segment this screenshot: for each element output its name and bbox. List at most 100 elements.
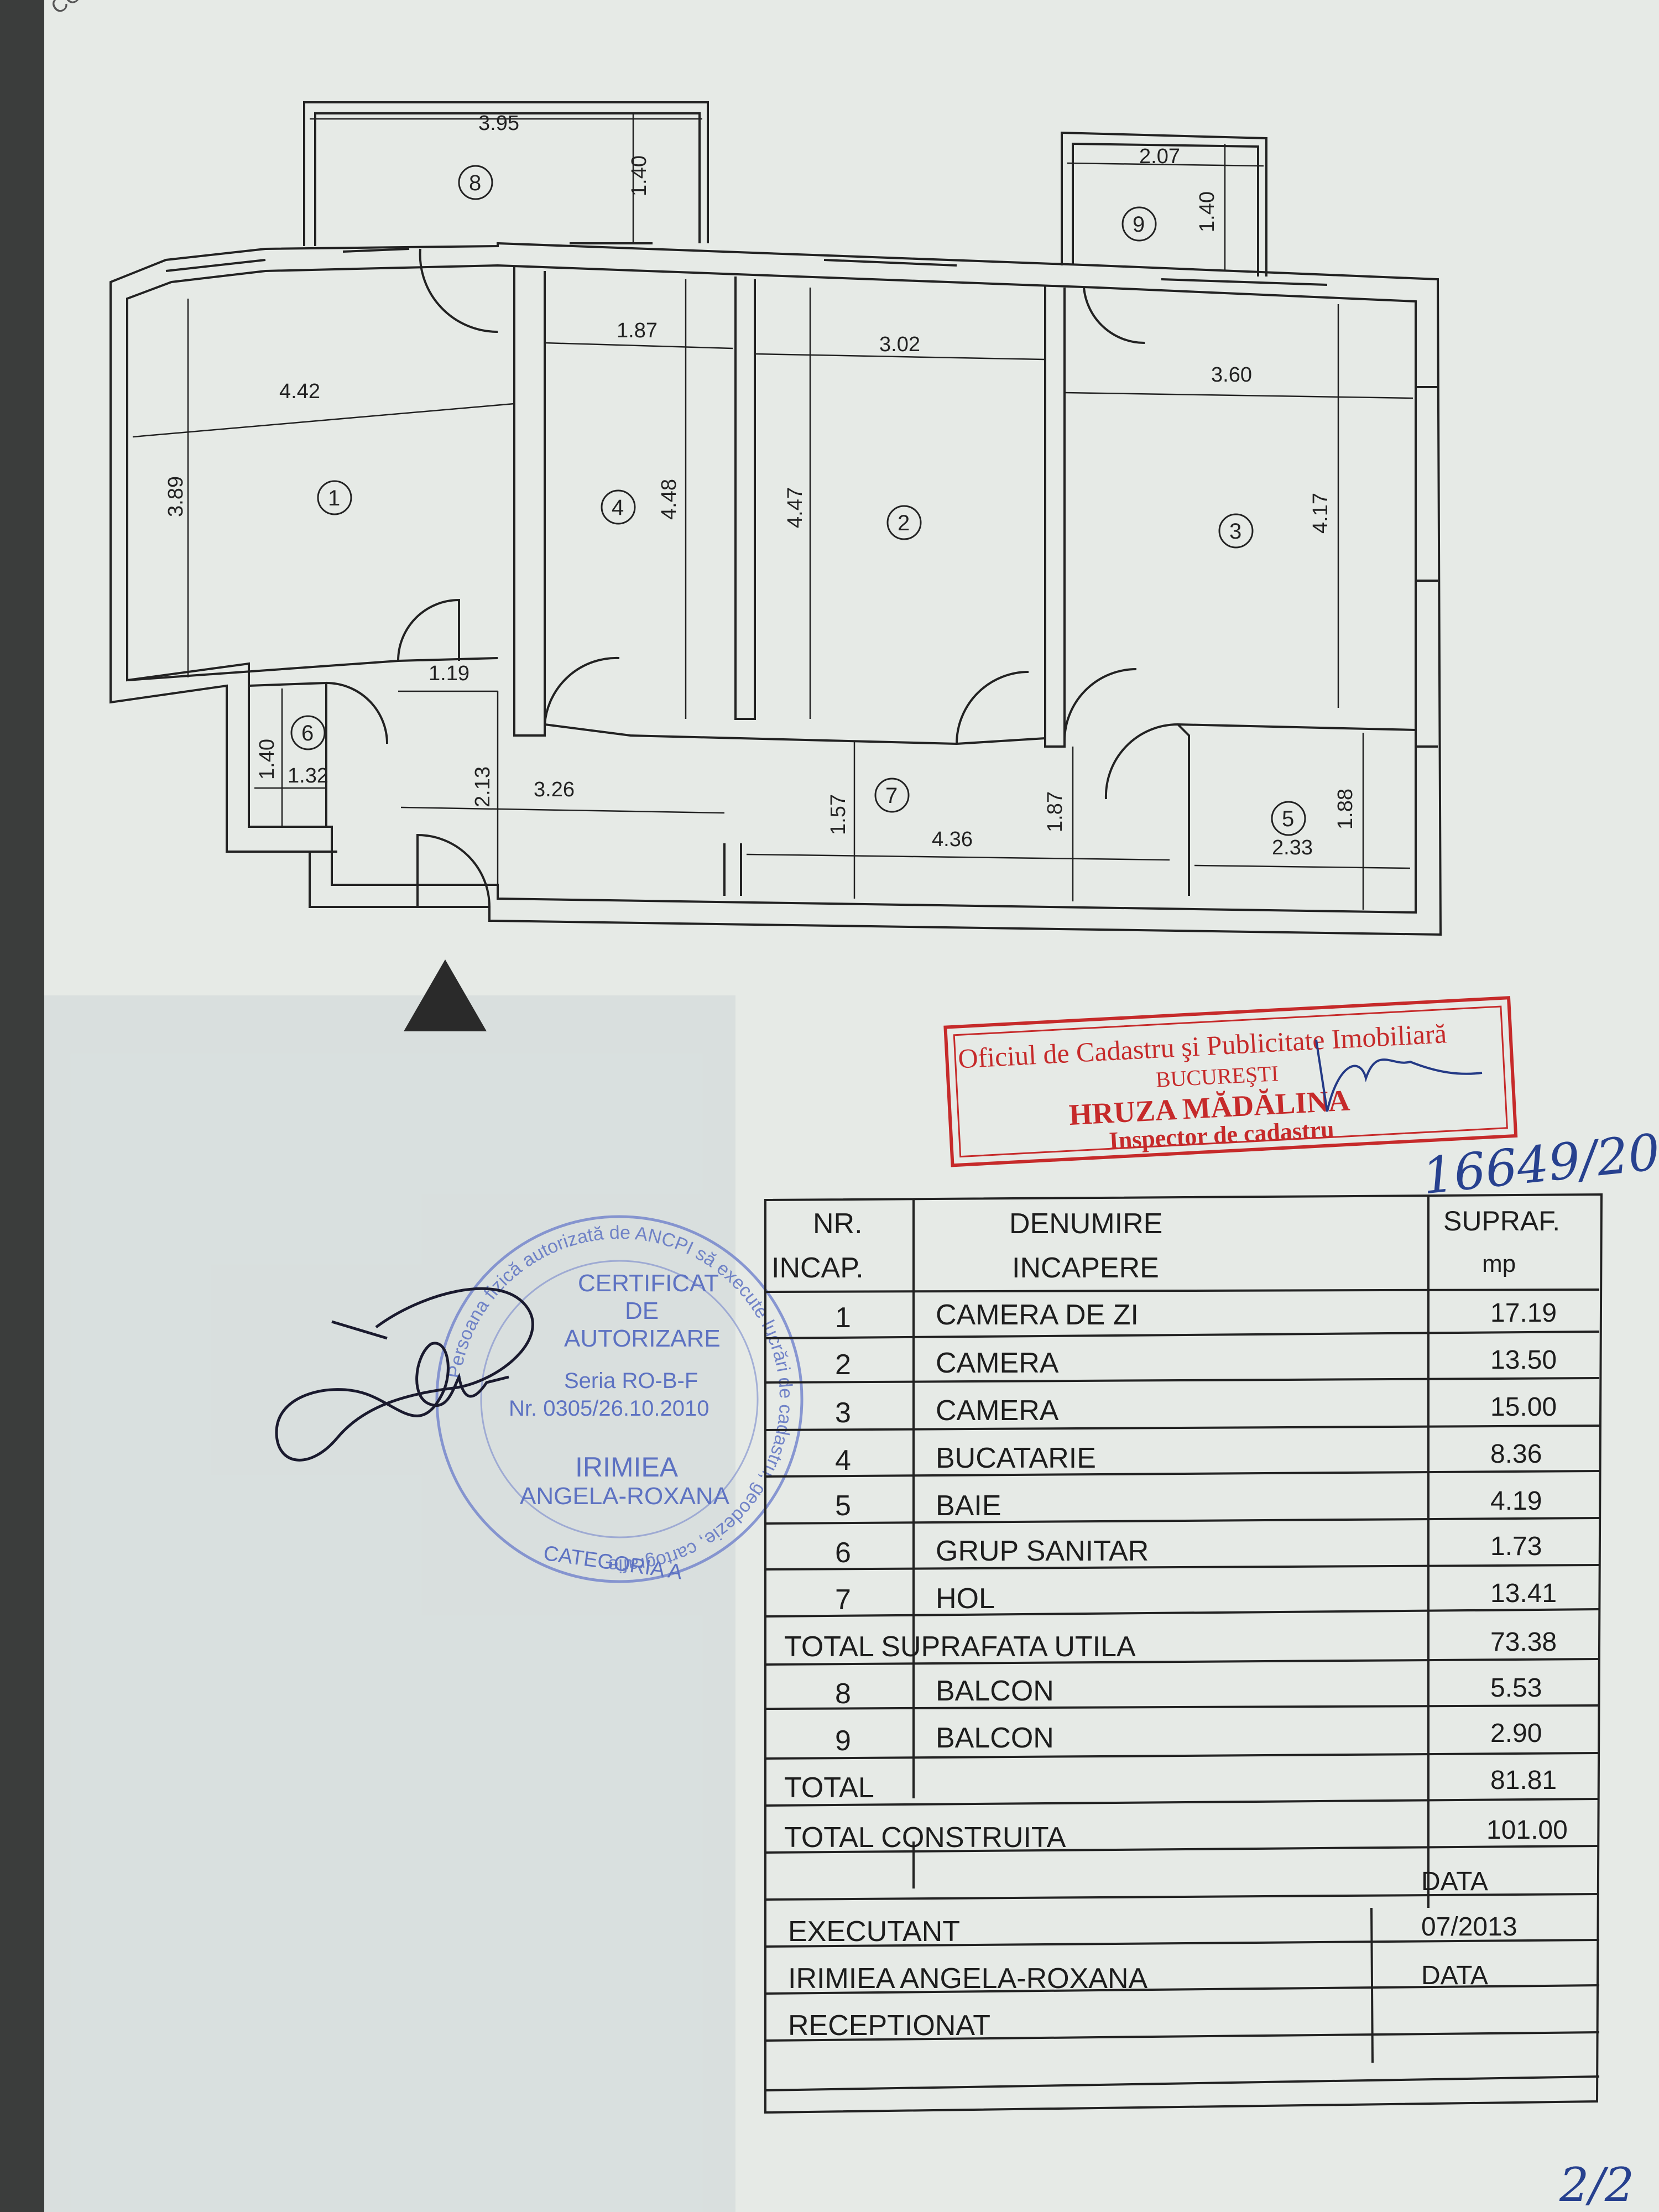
dim-label: 1.87 [1044, 791, 1067, 832]
door-arc [419, 248, 498, 333]
svg-text:GRUP SANITAR: GRUP SANITAR [936, 1535, 1149, 1567]
svg-text:13.50: 13.50 [1490, 1345, 1557, 1375]
dim-label: 2.07 [1139, 145, 1180, 168]
svg-text:3: 3 [835, 1397, 851, 1429]
dim-label: 1.40 [628, 155, 651, 196]
dim-label: 3.95 [478, 112, 519, 135]
svg-text:5.53: 5.53 [1490, 1673, 1542, 1703]
wall-4-2 [734, 276, 756, 720]
dim-label: 4.47 [784, 487, 807, 528]
dim-label: 1.32 [288, 764, 328, 787]
table-row: 4 BUCATARIE 8.36 [835, 1439, 1542, 1477]
ocpi-stamp-line2: BUCUREŞTI [1155, 1061, 1279, 1092]
room-number: 5 [1282, 807, 1294, 831]
svg-text:2: 2 [835, 1349, 851, 1381]
header-denumire: DENUMIRE [1009, 1208, 1162, 1240]
executant-signature [275, 1287, 534, 1462]
cert-line4: Seria RO-B-F [564, 1369, 698, 1393]
svg-text:4: 4 [835, 1444, 851, 1477]
room-number: 8 [469, 171, 481, 195]
svg-text:1: 1 [835, 1302, 851, 1334]
table-row: 9 BALCON 2.90 [835, 1719, 1542, 1757]
cert-line1: CERTIFICAT [578, 1270, 719, 1297]
wall-2-3 [1044, 285, 1066, 748]
wall-bath-left [1177, 723, 1190, 896]
wall-1-4 [513, 265, 546, 737]
svg-text:CAMERA DE ZI: CAMERA DE ZI [936, 1299, 1139, 1331]
cert-line8: CATEGORIA A [542, 1542, 684, 1584]
table-row: 8 BALCON 5.53 [835, 1673, 1542, 1710]
dim-label: 3.02 [879, 333, 920, 356]
dim-label: 3.89 [164, 476, 187, 517]
svg-text:13.41: 13.41 [1490, 1579, 1557, 1608]
total-util-label: TOTAL SUPRAFATA UTILA [784, 1631, 1136, 1663]
executant-name: IRIMIEA ANGELA-ROXANA [788, 1963, 1147, 1995]
table-row: 3 CAMERA 15.00 [835, 1392, 1557, 1429]
room-number: 9 [1133, 212, 1145, 237]
header-supraf: SUPRAF. [1443, 1206, 1560, 1237]
header-mp: mp [1482, 1250, 1516, 1277]
dim-label: 1.19 [429, 662, 469, 685]
wall-kitchen-hall [544, 723, 1046, 745]
svg-text:5: 5 [835, 1490, 851, 1522]
dim-label: 1.40 [255, 739, 279, 780]
room-number: 3 [1229, 519, 1241, 544]
wall-hall-low [723, 843, 742, 896]
room-number: 6 [301, 721, 314, 745]
authorization-stamp: Persoana fizică autorizată de ANCPI să e… [435, 1215, 804, 1584]
dim-label: 3.60 [1211, 363, 1252, 387]
dim-label: 1.40 [1196, 191, 1219, 232]
data-label-2: DATA [1421, 1961, 1488, 1990]
header-incap: INCAP. [771, 1252, 864, 1284]
dim-label: 1.57 [827, 794, 850, 835]
dim-label: 4.17 [1309, 493, 1332, 534]
svg-text:4.19: 4.19 [1490, 1486, 1542, 1516]
svg-text:HOL: HOL [936, 1583, 995, 1615]
cert-line5: Nr. 0305/26.10.2010 [509, 1396, 709, 1421]
svg-text:7: 7 [835, 1584, 851, 1616]
room-number: 1 [328, 486, 340, 510]
data-label-1: DATA [1421, 1867, 1488, 1896]
svg-text:BAIE: BAIE [936, 1490, 1001, 1522]
sheet-shadow [44, 995, 735, 2212]
room-number: 2 [898, 511, 910, 535]
cert-line6: IRIMIEA [575, 1452, 679, 1483]
total-util-value: 73.38 [1490, 1627, 1557, 1657]
table-row: 6 GRUP SANITAR 1.73 [835, 1532, 1542, 1569]
inner-wall-outline [126, 264, 1417, 914]
room-number: 4 [612, 495, 624, 520]
dim-label: 4.36 [932, 828, 973, 851]
dim-label: 1.87 [617, 319, 658, 342]
outer-wall [109, 242, 1442, 936]
svg-text:17.19: 17.19 [1490, 1298, 1557, 1328]
header-nr: NR. [813, 1208, 863, 1240]
room-number: 7 [885, 784, 898, 808]
svg-text:9: 9 [835, 1725, 851, 1757]
cert-line7: ANGELA-ROXANA [520, 1483, 730, 1510]
svg-text:1.73: 1.73 [1490, 1532, 1542, 1561]
floor-plan: 3.95 1.40 2.07 1.40 4.42 3.89 1.87 4.48 … [109, 101, 1442, 1031]
svg-text:8.36: 8.36 [1490, 1439, 1542, 1469]
balcony-9-outline [1061, 131, 1267, 276]
total-label: TOTAL [784, 1772, 874, 1804]
svg-text:BUCATARIE: BUCATARIE [936, 1442, 1096, 1474]
svg-text:BALCON: BALCON [936, 1722, 1054, 1754]
registration-number: 16649/201 [1420, 1120, 1659, 1206]
executant-label: EXECUTANT [788, 1916, 960, 1948]
inspector-signature [1315, 1039, 1483, 1112]
executant-date: 07/2013 [1421, 1912, 1517, 1942]
dim-label: 1.88 [1334, 789, 1357, 830]
page-number: 2/2 [1559, 2158, 1634, 2212]
total-value: 81.81 [1490, 1766, 1557, 1795]
total-constr-value: 101.00 [1486, 1815, 1568, 1845]
page-number-text: 2/2 [1559, 2158, 1634, 2212]
table-row: 1 CAMERA DE ZI 17.19 [835, 1298, 1557, 1334]
dim-label: 3.26 [534, 778, 575, 801]
cert-line3: AUTORIZARE [564, 1325, 721, 1352]
balcony-8-outline [303, 101, 709, 246]
dim-label: 4.48 [658, 479, 681, 520]
svg-text:BALCON: BALCON [936, 1675, 1054, 1707]
svg-text:8: 8 [835, 1678, 851, 1710]
cert-line2: DE [625, 1297, 659, 1324]
header-incapere: INCAPERE [1012, 1252, 1159, 1284]
